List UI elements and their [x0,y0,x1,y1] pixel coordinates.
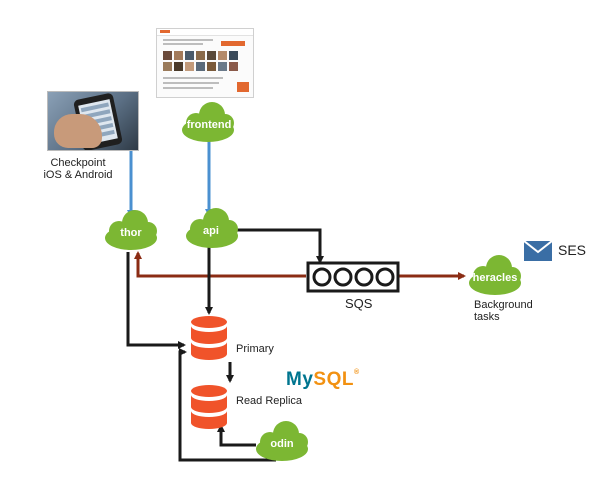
api-to-sqs-arrow [236,228,324,264]
ses-label: SES [558,242,587,258]
ses-envelope-icon [524,241,552,261]
frontend-label: frontend [186,119,232,131]
sqs-queue-icon [306,261,400,293]
thor-label: thor [120,227,142,239]
thor-to-primary-arrow [126,252,186,349]
odin-to-primary-arrow [178,348,276,462]
sqs-label: SQS [345,296,373,311]
odin-label: odin [270,438,294,450]
primary-label: Primary [236,343,274,355]
mysql-logo-my: My [286,369,314,390]
mysql-logo-sql: SQL [313,369,354,390]
mysql-logo: MySQL® [286,369,360,390]
tasks-line: tasks [474,311,500,323]
heracles-label: heracles [472,272,518,284]
website-screenshot [156,28,254,98]
checkpoint-title: Checkpoint [50,157,106,169]
primary-database-icon [191,316,227,360]
checkpoint-subtitle: iOS & Android [43,169,113,181]
checkpoint-caption: Checkpoint iOS & Android [38,157,118,181]
background-tasks-caption: Background tasks [474,299,533,323]
background-line: Background [474,299,533,311]
odin-to-replica-arrow [217,424,256,447]
api-label: api [203,225,219,237]
read-replica-database-icon [191,385,227,429]
sqs-to-thor-arrow [134,251,306,278]
read-replica-label: Read Replica [236,395,303,407]
mobile-app-photo [47,91,139,151]
hand [54,114,102,148]
